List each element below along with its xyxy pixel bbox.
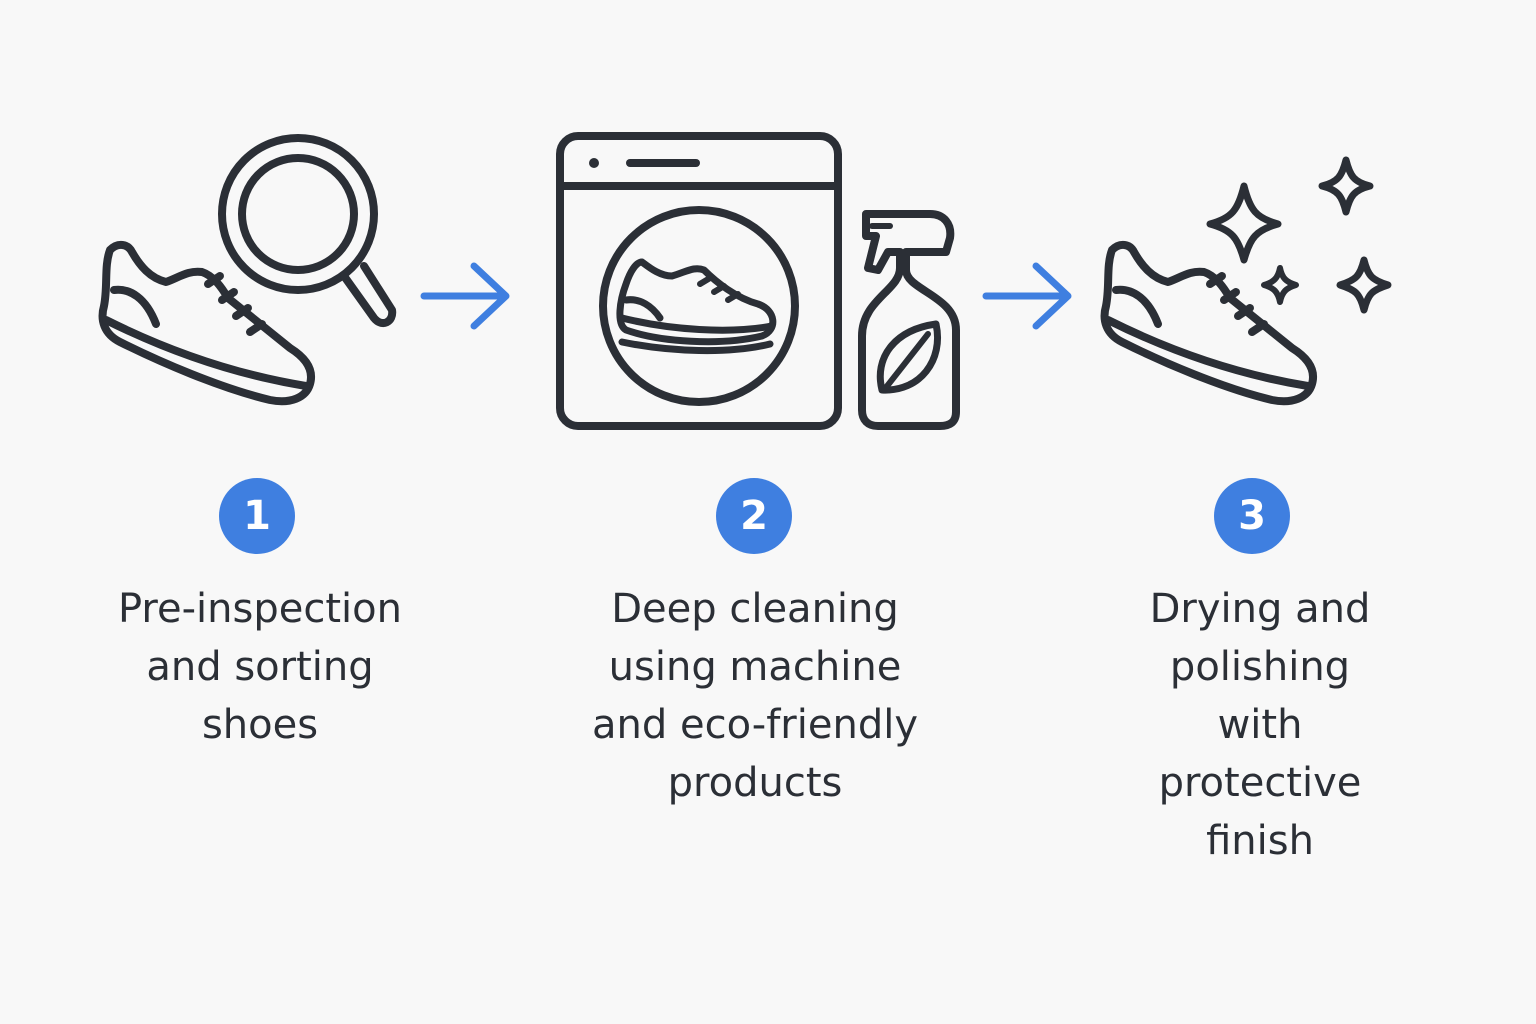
spray-bottle-icon [858, 210, 960, 430]
step-2-icons [556, 132, 960, 430]
leaf-icon [876, 320, 941, 394]
sneaker-icon [616, 258, 777, 355]
sparkle-icon [1261, 265, 1299, 305]
step-2-label-line: products [667, 760, 843, 806]
step-2-label-line: Deep cleaning [611, 586, 899, 632]
step-1-label-line: Pre-inspection [118, 586, 402, 632]
step-2-label-line: using machine [608, 644, 902, 690]
step-3-label: Drying and polishing with protective fin… [1070, 580, 1450, 870]
magnifying-glass-icon [218, 134, 397, 328]
step-1-label: Pre-inspection and sorting shoes [70, 580, 450, 754]
step-3-badge: 3 [1214, 478, 1290, 554]
step-1-label-line: shoes [201, 702, 319, 748]
arrow-right-icon [424, 266, 506, 326]
step-1-icons [103, 134, 397, 401]
step-3-label-line: with [1217, 702, 1303, 748]
step-3-label-line: protective [1158, 760, 1362, 806]
arrow-right-icon [986, 266, 1068, 326]
step-1-label-line: and sorting [146, 644, 374, 690]
icons-layer [0, 132, 1392, 430]
sparkle-icon [1336, 256, 1392, 314]
sparkle-icon [1206, 182, 1282, 264]
step-1-badge: 1 [219, 478, 295, 554]
washing-machine-icon [556, 132, 842, 430]
sparkle-icon [1318, 156, 1374, 216]
step-3-label-line: polishing [1169, 644, 1351, 690]
step-3-label-line: Drying and [1149, 586, 1371, 632]
step-3-label-line: finish [1206, 818, 1314, 864]
step-2-badge: 2 [716, 478, 792, 554]
step-3-icons [1105, 156, 1392, 401]
step-2-label-line: and eco-friendly [592, 702, 918, 748]
step-2-label: Deep cleaning using machine and eco-frie… [565, 580, 945, 812]
